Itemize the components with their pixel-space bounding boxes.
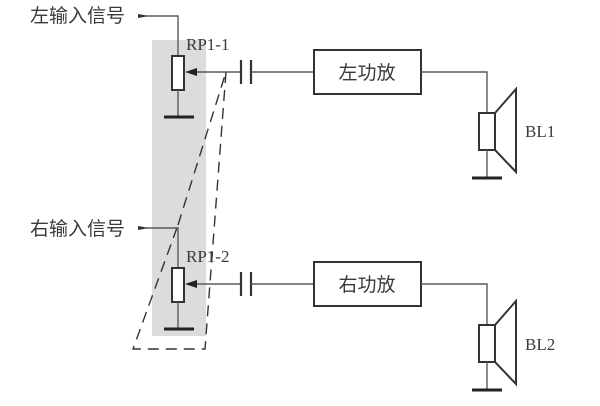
right-amp-label: 右功放 [338, 274, 395, 296]
left-input-label: 左输入信号 [30, 5, 125, 27]
left-input-wire [144, 15, 179, 55]
speaker-label-1: BL1 [525, 122, 555, 141]
speaker-icon [494, 298, 517, 387]
speaker-2-coil [478, 324, 496, 363]
right-input-wire [144, 227, 179, 267]
amp-speaker-wire-2 [421, 283, 488, 325]
speaker-icon [494, 86, 517, 175]
amp-speaker-wire-1 [421, 71, 488, 113]
speaker-label-2: BL2 [525, 335, 555, 354]
pot-label-2: RP1-2 [186, 247, 229, 266]
channel-left: 左输入信号 RP1-1 左功放 BL1 [30, 5, 555, 180]
potentiometer-1 [171, 55, 185, 91]
right-input-label: 右输入信号 [30, 218, 125, 240]
left-amplifier-box [313, 49, 422, 95]
left-amp-label: 左功放 [338, 62, 395, 84]
gang-linkage-diagonal [177, 71, 227, 226]
pot-label-1: RP1-1 [186, 35, 229, 54]
potentiometer-2 [171, 267, 185, 303]
gang-linkage [132, 71, 227, 350]
wiper-arrow-icon [185, 68, 197, 76]
wiper-arrow-icon [185, 280, 197, 288]
channel-right: 右输入信号 RP1-2 右功放 BL2 [30, 218, 555, 392]
speaker-1-coil [478, 112, 496, 151]
